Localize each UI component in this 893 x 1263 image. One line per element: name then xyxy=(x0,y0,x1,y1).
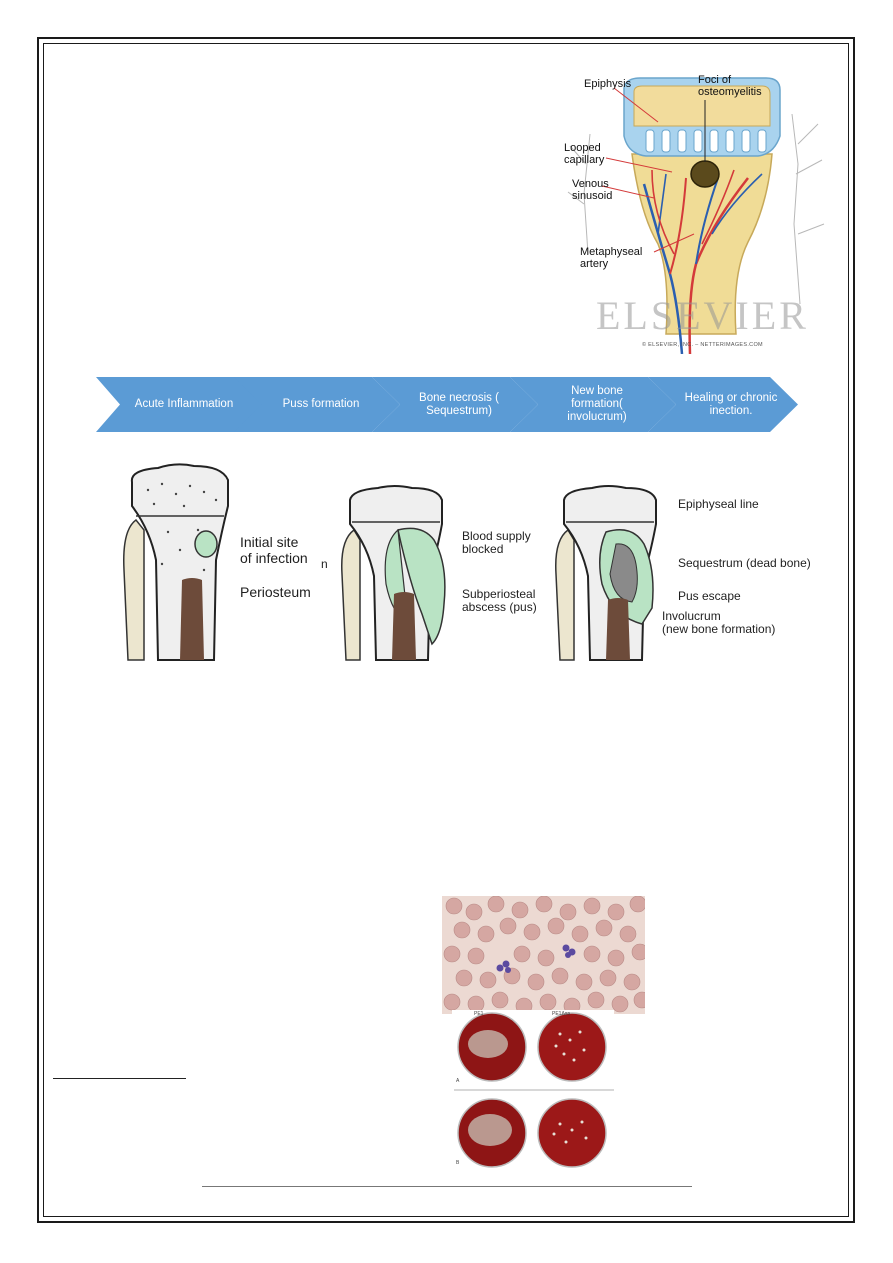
bone-stage-abscess: Blood supply blocked Subperiosteal absce… xyxy=(338,484,548,662)
blood-supply-label: Blood supply blocked xyxy=(462,530,531,556)
footnote-separator xyxy=(53,1078,186,1079)
stray-character: n xyxy=(321,558,328,571)
bottom-rule xyxy=(202,1186,692,1187)
step-label: Puss formation xyxy=(247,398,388,411)
step-label: Bone necrosis ( Sequestrum) xyxy=(383,392,527,418)
initial-site-label: Initial site of infection xyxy=(240,534,308,566)
venous-sinusoid-label: Venous sinusoid xyxy=(572,178,612,202)
epiphysis-label: Epiphysis xyxy=(584,78,631,90)
plate-label-b: B xyxy=(456,1160,459,1166)
plate-label-pe1: PE1 xyxy=(474,1011,483,1017)
osteomyelitis-blood-supply-figure: Epiphysis Foci of osteomyelitis Looped c… xyxy=(562,74,830,354)
sequestrum-label: Sequestrum (dead bone) xyxy=(678,557,811,570)
involucrum-label: Involucrum (new bone formation) xyxy=(662,610,775,636)
blood-smear-photo xyxy=(442,896,645,1014)
plate-label-pe1-mutant: PE1Δsa xyxy=(552,1011,570,1017)
culture-plates-photo: A B PE1 PE1Δsa xyxy=(452,1010,614,1170)
bone-illustration-abscess xyxy=(338,484,458,662)
step-label: New bone formation( involucrum) xyxy=(531,385,654,424)
periosteum-label: Periosteum xyxy=(240,584,311,600)
epiphyseal-line-label: Epiphyseal line xyxy=(678,498,759,511)
metaphyseal-artery-label: Metaphyseal artery xyxy=(580,246,642,270)
bone-illustration-involucrum xyxy=(552,484,672,662)
bone-stage-initial: Initial site of infection n Periosteum xyxy=(118,460,338,662)
step-label: Acute Inflammation xyxy=(99,398,261,411)
looped-capillary-label: Looped capillary xyxy=(564,142,604,166)
pus-escape-label: Pus escape xyxy=(678,590,741,603)
plate-label-a: A xyxy=(456,1078,459,1084)
step-label: Healing or chronic inection. xyxy=(649,392,798,418)
subperiosteal-abscess-label: Subperiosteal abscess (pus) xyxy=(462,588,537,614)
bone-illustration-initial xyxy=(118,460,238,662)
foci-label: Foci of osteomyelitis xyxy=(698,74,762,98)
blood-smear-image xyxy=(442,896,645,1014)
step-healing: Healing or chronic inection. xyxy=(648,377,798,432)
copyright-text: © ELSEVIER, INC. – NETTERIMAGES.COM xyxy=(642,342,763,348)
culture-plates-image xyxy=(452,1010,614,1170)
bone-stage-involucrum: Epiphyseal line Sequestrum (dead bone) P… xyxy=(552,484,822,662)
elsevier-watermark: ELSEVIER xyxy=(596,292,809,339)
